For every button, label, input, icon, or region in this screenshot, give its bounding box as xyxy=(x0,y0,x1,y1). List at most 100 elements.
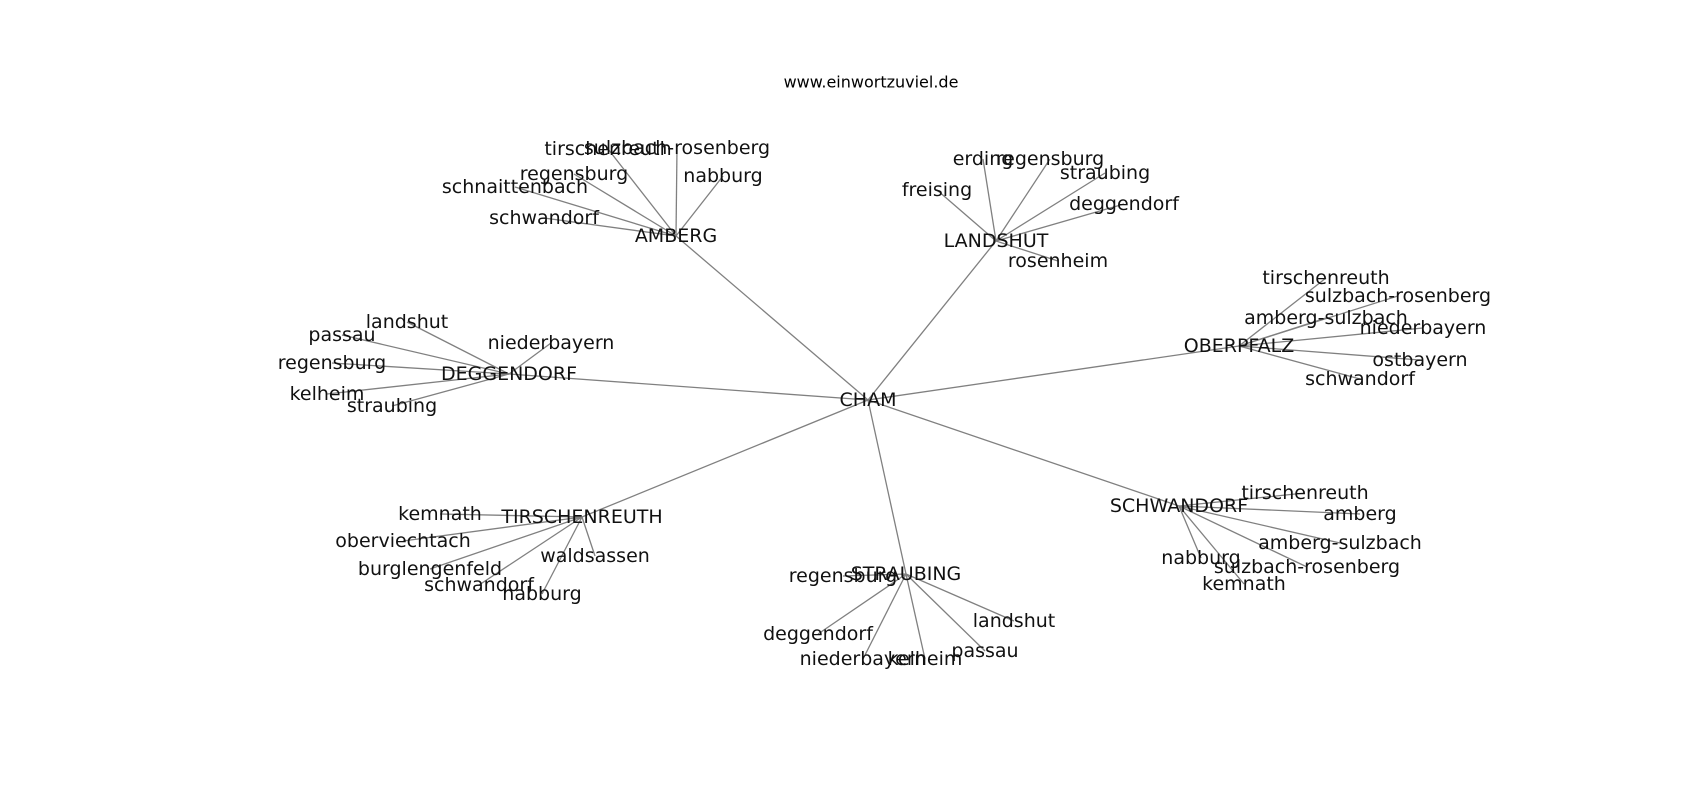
node-leaf-straubing-landshut: landshut xyxy=(973,610,1055,632)
edge-cham-deggendorf xyxy=(508,373,869,401)
edge-cham-landshut xyxy=(867,240,997,401)
node-leaf-amberg-regensburg: regensburg xyxy=(520,163,628,185)
node-leaf-tirschenreuth-nabburg: nabburg xyxy=(502,583,581,605)
edge-tirschenreuth-schwandorf xyxy=(478,516,583,586)
node-center: CHAM xyxy=(840,389,897,411)
edge-amberg-nabburg xyxy=(675,175,724,237)
node-leaf-amberg-schnaittenbach: schnaittenbach xyxy=(442,176,588,198)
node-leaf-deggendorf-passau: passau xyxy=(308,324,375,346)
edge-straubing-passau xyxy=(905,573,986,652)
node-hub-tirschenreuth: TIRSCHENREUTH xyxy=(500,506,662,528)
edge-amberg-sulzbach-rosenberg xyxy=(675,147,678,237)
edge-amberg-tirschenreuth xyxy=(607,148,677,237)
edge-landshut-regensburg xyxy=(995,158,1051,242)
node-leaf-straubing-kelheim: kelheim xyxy=(888,648,963,670)
node-leaf-schwandorf-nabburg: nabburg xyxy=(1161,547,1240,569)
node-leaf-deggendorf-regensburg: regensburg xyxy=(278,352,386,374)
edges xyxy=(326,147,1424,660)
edge-tirschenreuth-waldsassen xyxy=(581,516,596,557)
edge-landshut-straubing xyxy=(995,172,1106,242)
node-leaf-tirschenreuth-schwandorf: schwandorf xyxy=(424,574,535,596)
edge-schwandorf-amberg-sulzbach xyxy=(1178,505,1341,544)
edge-straubing-regensburg xyxy=(842,573,907,577)
edge-landshut-freising xyxy=(936,189,997,242)
graph-title: www.einwortzuviel.de xyxy=(784,73,959,92)
node-leaf-oberpfalz-tirschenreuth: tirschenreuth xyxy=(1262,267,1389,289)
edge-straubing-niederbayern xyxy=(862,573,907,660)
edge-oberpfalz-schwandorf xyxy=(1238,345,1361,380)
node-hub-landshut: LANDSHUT xyxy=(944,230,1049,252)
node-hub-amberg: AMBERG xyxy=(635,225,717,247)
node-hub-schwandorf: SCHWANDORF xyxy=(1110,495,1248,517)
node-leaf-landshut-straubing: straubing xyxy=(1060,162,1150,184)
node-hub-deggendorf: DEGGENDORF xyxy=(441,363,577,385)
edge-straubing-landshut xyxy=(905,573,1015,622)
node-leaf-schwandorf-amberg-sulzbach: amberg-sulzbach xyxy=(1258,532,1422,554)
node-leaf-schwandorf-kemnath: kemnath xyxy=(1202,573,1286,595)
node-leaf-oberpfalz-sulzbach-rosenberg: sulzbach-rosenberg xyxy=(1305,285,1491,307)
node-leaf-amberg-sulzbach-rosenberg: sulzbach-rosenberg xyxy=(584,137,770,159)
node-leaf-tirschenreuth-kemnath: kemnath xyxy=(398,503,482,525)
edge-cham-schwandorf xyxy=(867,399,1180,507)
edge-amberg-schwandorf xyxy=(543,217,677,237)
edge-schwandorf-tirschenreuth xyxy=(1178,492,1306,507)
edge-cham-tirschenreuth xyxy=(581,399,869,518)
edge-landshut-erding xyxy=(982,158,997,242)
node-hub-straubing: STRAUBING xyxy=(851,563,962,585)
node-leaf-schwandorf-amberg: amberg xyxy=(1323,503,1396,525)
edge-schwandorf-amberg xyxy=(1178,505,1361,515)
edge-deggendorf-landshut xyxy=(406,321,510,375)
node-leaf-straubing-regensburg: regensburg xyxy=(789,565,897,587)
node-leaf-landshut-erding: erding xyxy=(953,148,1014,170)
node-hub-oberpfalz: OBERPFALZ xyxy=(1184,335,1294,357)
node-leaf-oberpfalz-niederbayern: niederbayern xyxy=(1360,317,1487,339)
edge-tirschenreuth-kemnath xyxy=(439,513,583,518)
edge-amberg-regensburg xyxy=(573,173,677,237)
edge-straubing-kelheim xyxy=(905,573,926,660)
node-leaf-schwandorf-sulzbach-rosenberg: sulzbach-rosenberg xyxy=(1214,556,1400,578)
edge-cham-straubing xyxy=(867,399,907,575)
node-leaf-tirschenreuth-burglengenfeld: burglengenfeld xyxy=(358,558,502,580)
node-leaf-straubing-deggendorf: deggendorf xyxy=(763,623,874,645)
edge-deggendorf-niederbayern xyxy=(508,342,552,375)
node-leaf-amberg-nabburg: nabburg xyxy=(683,165,762,187)
node-leaf-amberg-tirschenreuth: tirschenreuth xyxy=(544,138,671,160)
node-leaf-straubing-passau: passau xyxy=(951,640,1018,662)
edge-tirschenreuth-burglengenfeld xyxy=(429,516,583,570)
node-leaf-landshut-deggendorf: deggendorf xyxy=(1069,193,1180,215)
edge-schwandorf-nabburg xyxy=(1178,505,1202,559)
edge-oberpfalz-tirschenreuth xyxy=(1238,277,1327,347)
node-leaf-oberpfalz-schwandorf: schwandorf xyxy=(1305,368,1416,390)
edge-cham-oberpfalz xyxy=(867,345,1240,401)
node-leaf-schwandorf-tirschenreuth: tirschenreuth xyxy=(1241,482,1368,504)
edge-oberpfalz-niederbayern xyxy=(1238,327,1424,347)
edge-landshut-rosenheim xyxy=(995,240,1059,262)
edge-amberg-schnaittenbach xyxy=(514,186,677,237)
edge-deggendorf-straubing xyxy=(391,373,510,407)
node-leaf-deggendorf-straubing: straubing xyxy=(347,395,437,417)
edge-tirschenreuth-oberviechtach xyxy=(402,516,583,542)
node-leaf-landshut-rosenheim: rosenheim xyxy=(1008,250,1108,272)
node-leaf-straubing-niederbayern: niederbayern xyxy=(800,648,927,670)
node-leaf-tirschenreuth-waldsassen: waldsassen xyxy=(540,545,650,567)
node-leaf-deggendorf-niederbayern: niederbayern xyxy=(488,332,615,354)
edge-deggendorf-regensburg xyxy=(331,362,510,375)
node-leaf-deggendorf-landshut: landshut xyxy=(366,311,448,333)
node-leaf-oberpfalz-amberg-sulzbach: amberg-sulzbach xyxy=(1244,307,1408,329)
edge-schwandorf-sulzbach-rosenberg xyxy=(1178,505,1308,568)
edge-deggendorf-kelheim xyxy=(326,373,510,395)
edge-landshut-deggendorf xyxy=(995,203,1125,242)
edge-deggendorf-passau xyxy=(341,334,510,375)
node-leaf-tirschenreuth-oberviechtach: oberviechtach xyxy=(335,530,470,552)
edge-oberpfalz-ostbayern xyxy=(1238,345,1421,361)
edge-tirschenreuth-nabburg xyxy=(541,516,583,595)
edge-straubing-deggendorf xyxy=(817,573,907,635)
edge-oberpfalz-amberg-sulzbach xyxy=(1238,317,1327,347)
node-leaf-deggendorf-kelheim: kelheim xyxy=(290,383,365,405)
node-labels: CHAMAMBERGtirschenreuthsulzbach-rosenber… xyxy=(278,137,1491,670)
node-leaf-oberpfalz-ostbayern: ostbayern xyxy=(1372,349,1467,371)
node-leaf-landshut-freising: freising xyxy=(902,179,972,201)
edge-cham-amberg xyxy=(675,235,869,401)
node-leaf-amberg-schwandorf: schwandorf xyxy=(489,207,600,229)
